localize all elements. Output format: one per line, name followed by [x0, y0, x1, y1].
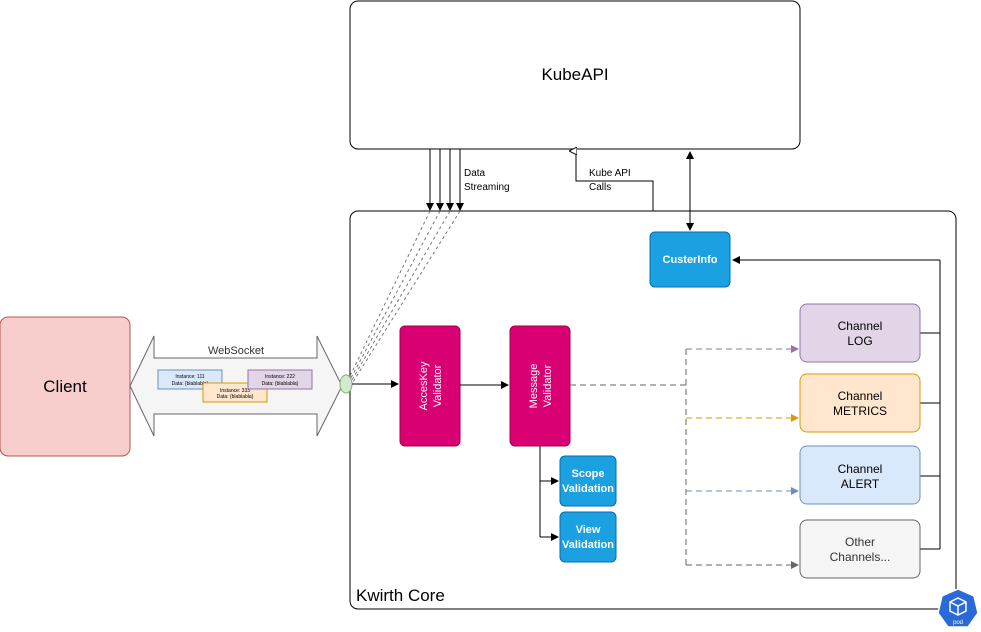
message-instance: Instance: 222: [265, 374, 295, 380]
accesskey-validator-node[interactable]: AccesKey Validator: [399, 325, 461, 447]
websocket-endpoint: [339, 374, 353, 394]
channel-metrics-label: Channel: [838, 389, 883, 403]
message-router-connectors: [570, 345, 799, 569]
cluster-info-label: CusterInfo: [663, 254, 718, 266]
channel-metrics-label-2: METRICS: [833, 404, 887, 418]
kube-api-calls-connector: [576, 151, 654, 211]
scope-validation-node[interactable]: Scope Validation: [559, 455, 617, 507]
message-validator-label-2: Validator: [542, 364, 554, 407]
scope-validation-label-2: Validation: [562, 483, 614, 495]
websocket-channel: WebSocket Instance: 111 Data: {blablabla…: [129, 335, 343, 437]
scope-validation-label: Scope: [571, 468, 604, 480]
view-validation-node[interactable]: View Validation: [559, 511, 617, 563]
data-streaming-label: Data: [464, 168, 486, 179]
pod-icon: pod: [937, 588, 979, 628]
cluster-info-node[interactable]: CusterInfo: [649, 231, 731, 288]
channel-other-label: Other: [845, 535, 875, 549]
kwirth-core-label: Kwirth Core: [356, 586, 445, 605]
kube-api-calls-label-2: Calls: [589, 182, 611, 193]
channel-log-label-2: LOG: [847, 334, 872, 348]
client-node[interactable]: Client: [0, 316, 131, 457]
accesskey-validator-label: AccesKey: [418, 361, 430, 410]
view-validation-label: View: [576, 524, 601, 536]
channel-other-node[interactable]: Other Channels...: [799, 519, 921, 579]
channel-other-label-2: Channels...: [830, 550, 891, 564]
kube-api-calls-label: Kube API: [589, 168, 631, 179]
channel-metrics-node[interactable]: Channel METRICS: [799, 373, 921, 433]
websocket-message: Instance: 222 Data: {blablabla}: [247, 369, 313, 390]
channel-alert-label-2: ALERT: [841, 477, 880, 491]
websocket-label: WebSocket: [208, 345, 264, 357]
message-data: Data: {blablabla}: [262, 381, 299, 387]
data-streaming-label-2: Streaming: [464, 182, 510, 193]
channel-log-label: Channel: [838, 319, 883, 333]
data-streaming-arrows: [349, 149, 464, 383]
channel-log-node[interactable]: Channel LOG: [799, 303, 921, 363]
client-label: Client: [43, 377, 87, 396]
kubeapi-node[interactable]: KubeAPI: [349, 0, 801, 150]
message-data: Data: {blablabla}: [172, 381, 209, 387]
message-validator-label: Message: [528, 364, 540, 409]
pod-label: pod: [953, 620, 963, 626]
channels-to-clusterinfo-connector: [732, 256, 941, 550]
message-instance: Instance: 333: [220, 388, 250, 394]
accesskey-validator-label-2: Validator: [432, 364, 444, 407]
validation-connectors: [539, 446, 559, 541]
view-validation-label-2: Validation: [562, 539, 614, 551]
channel-alert-label: Channel: [838, 462, 883, 476]
channel-alert-node[interactable]: Channel ALERT: [799, 445, 921, 505]
message-instance: Instance: 111: [175, 374, 204, 380]
kubeapi-label: KubeAPI: [541, 65, 608, 84]
message-validator-node[interactable]: Message Validator: [509, 325, 571, 447]
message-data: Data: {blablabla}: [217, 394, 254, 400]
